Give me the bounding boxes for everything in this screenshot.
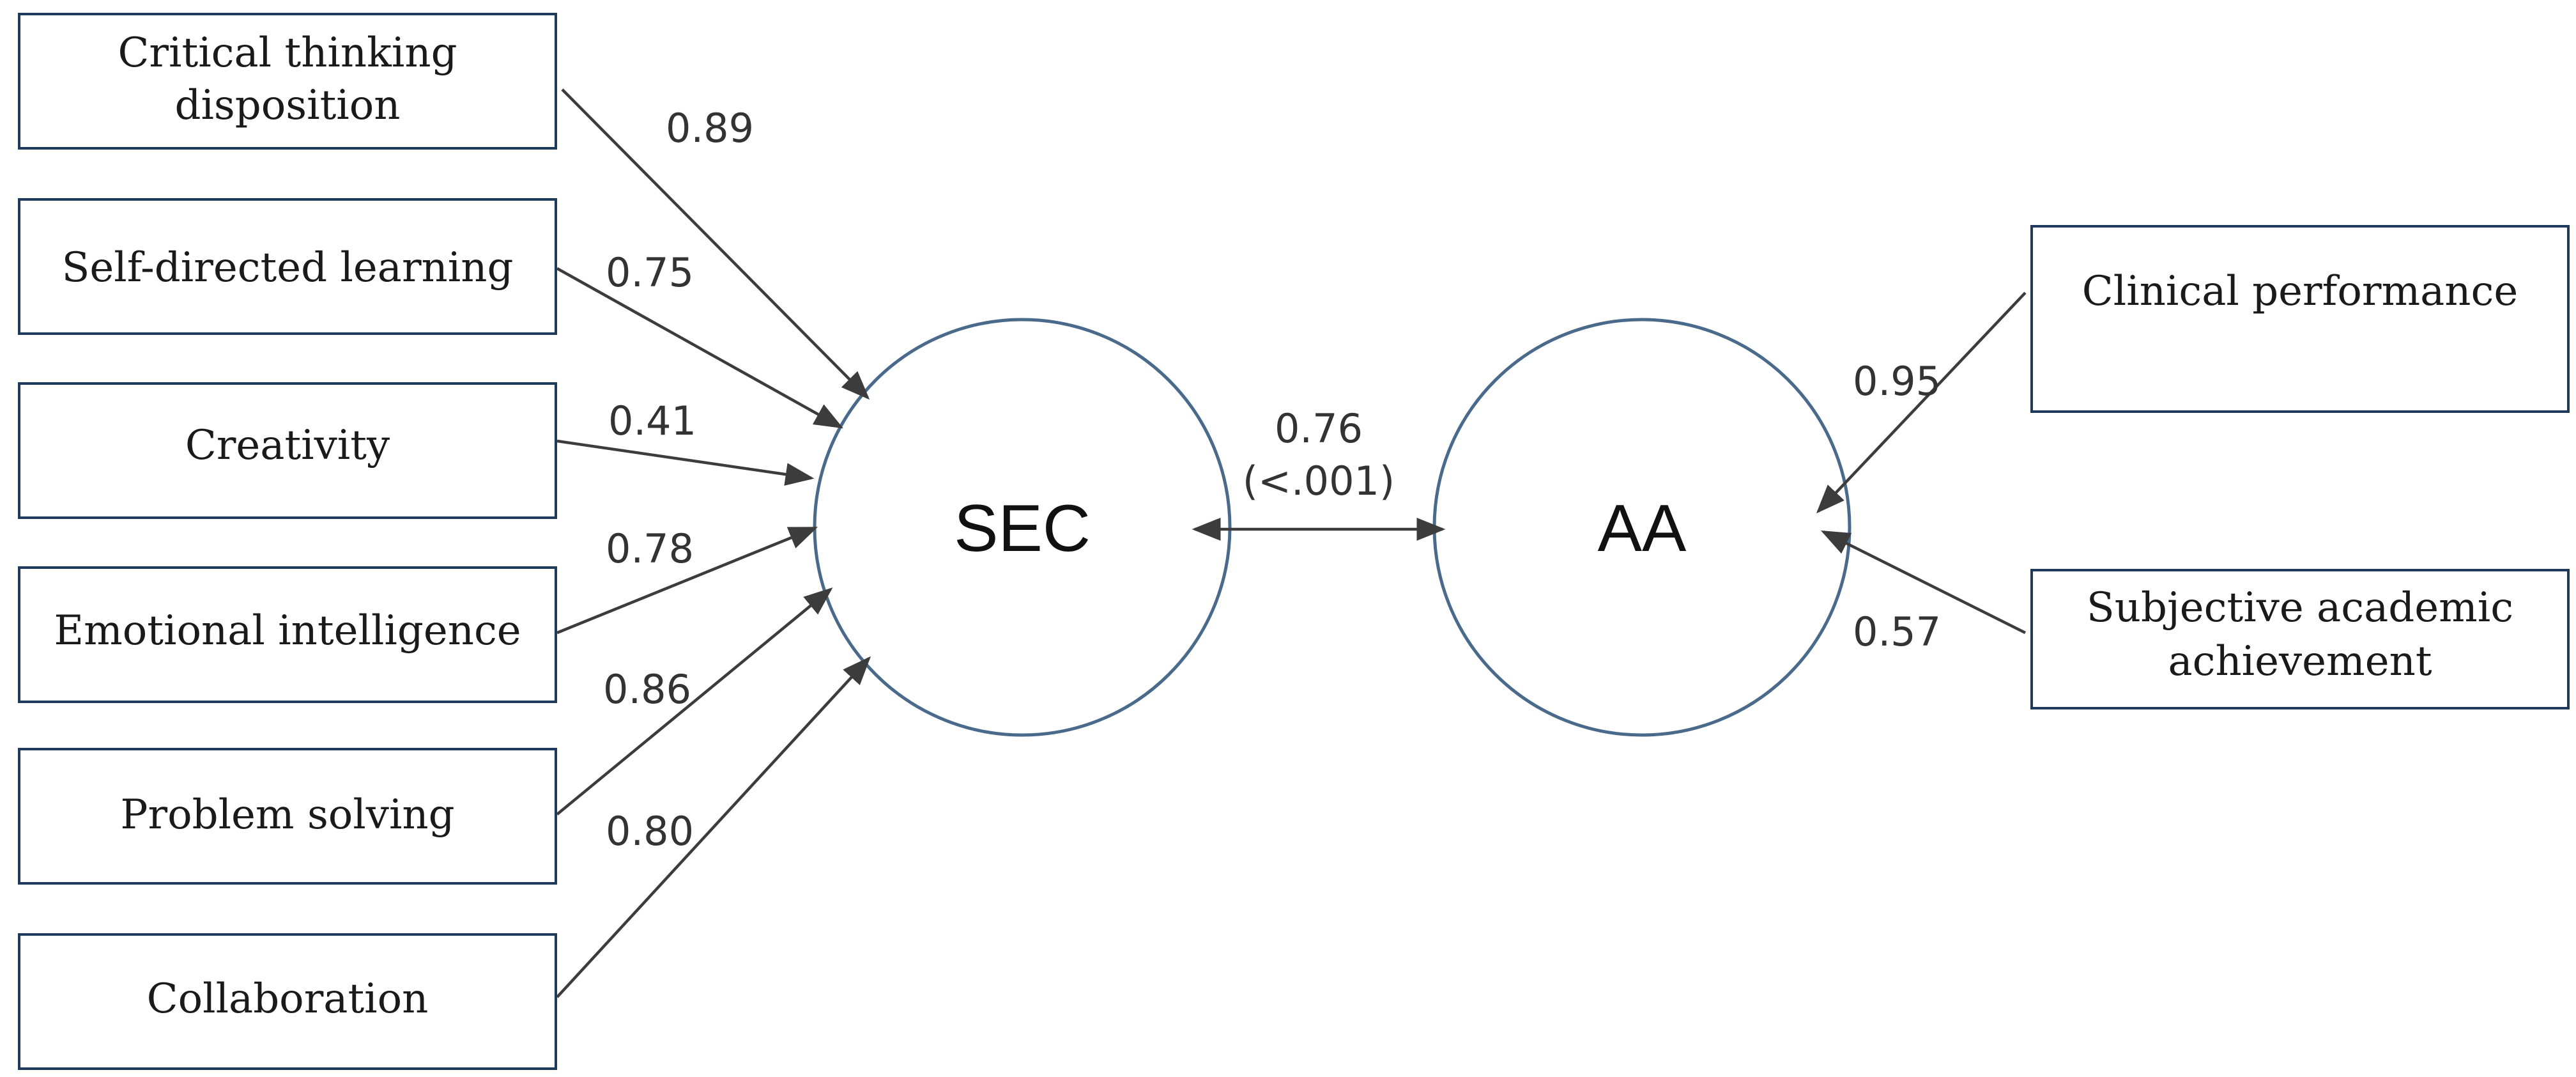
indicator-label: Collaboration bbox=[147, 975, 429, 1023]
indicator-clinical-performance: Clinical performance bbox=[2030, 225, 2570, 413]
latent-sec: SEC bbox=[813, 318, 1232, 737]
indicator-label: Critical thinking bbox=[118, 29, 457, 77]
indicator-label: Clinical performance bbox=[2082, 268, 2518, 315]
indicator-collaboration: Collaboration bbox=[18, 933, 557, 1070]
indicator-label: Creativity bbox=[185, 422, 390, 469]
path-arrow-emotional-intelligence bbox=[556, 526, 818, 635]
path-arrow-collaboration bbox=[556, 656, 871, 998]
indicator-label: Subjective academic bbox=[2087, 584, 2513, 631]
path-arrow-self-directed-learning bbox=[556, 267, 843, 429]
indicator-label: Emotional intelligence bbox=[54, 607, 521, 655]
loading-label: 0.75 bbox=[606, 249, 694, 296]
loading-label: 0.80 bbox=[606, 808, 694, 855]
path-arrow-critical-thinking bbox=[561, 88, 870, 400]
latent-aa-label: AA bbox=[1598, 492, 1687, 566]
loading-label: 0.78 bbox=[606, 525, 694, 572]
indicator-creativity: Creativity bbox=[18, 382, 557, 519]
indicator-self-directed-learning: Self-directed learning bbox=[18, 198, 557, 335]
indicator-label: Problem solving bbox=[120, 791, 454, 839]
indicator-label: Self-directed learning bbox=[62, 244, 514, 291]
latent-aa: AA bbox=[1432, 318, 1851, 737]
indicator-problem-solving: Problem solving bbox=[18, 748, 557, 885]
loading-label: 0.86 bbox=[603, 666, 691, 713]
loading-label: 0.41 bbox=[608, 398, 696, 444]
loading-label: 0.95 bbox=[1853, 358, 1941, 405]
indicator-emotional-intelligence: Emotional intelligence bbox=[18, 566, 557, 703]
path-arrow-clinical-performance bbox=[1816, 291, 2027, 514]
correlation-p-value: (<.001) bbox=[1243, 458, 1395, 504]
indicator-label: disposition bbox=[174, 82, 400, 129]
indicator-critical-thinking: Critical thinking disposition bbox=[18, 13, 557, 150]
path-arrow-creativity bbox=[556, 439, 815, 486]
latent-sec-label: SEC bbox=[954, 492, 1091, 566]
loading-label: 0.89 bbox=[666, 105, 754, 151]
loading-label: 0.57 bbox=[1853, 608, 1941, 655]
path-arrow-subjective-academic-achievement bbox=[1820, 530, 2027, 635]
correlation-value: 0.76 bbox=[1275, 405, 1363, 452]
indicator-label: achievement bbox=[2168, 638, 2432, 685]
indicator-subjective-academic-achievement: Subjective academic achievement bbox=[2030, 569, 2570, 709]
path-arrow-problem-solving bbox=[556, 587, 833, 816]
